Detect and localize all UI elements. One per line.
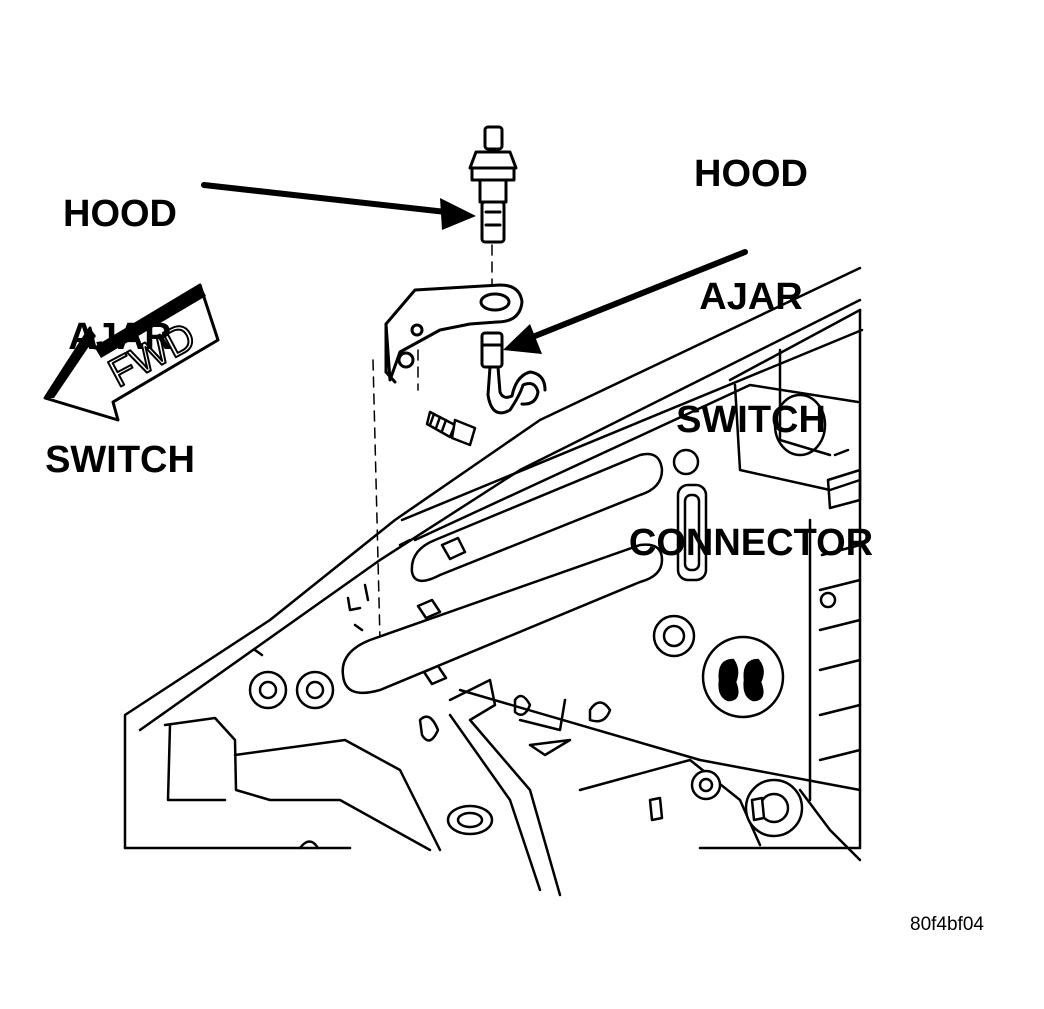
hood-ajar-switch-label: HOOD AJAR SWITCH	[22, 112, 218, 522]
connector-label-line: HOOD	[694, 153, 808, 195]
figure-id: 80f4bf04	[910, 914, 984, 935]
connector-label-line: AJAR	[699, 276, 803, 318]
hood-ajar-switch-label-line: SWITCH	[45, 439, 195, 481]
hood-ajar-switch	[468, 125, 518, 244]
connector-label-line: SWITCH	[676, 399, 826, 441]
fender-and-radiator-support	[123, 266, 864, 897]
hood-ajar-switch-label-line: HOOD	[63, 193, 177, 235]
hood-ajar-switch-connector	[480, 331, 547, 415]
connector-label-line: CONNECTOR	[628, 522, 874, 564]
hood-ajar-switch-label-line: AJAR	[68, 316, 172, 358]
leader-arrows	[201, 182, 748, 354]
mounting-bolt	[425, 410, 477, 447]
hood-ajar-switch-connector-label: HOOD AJAR SWITCH CONNECTOR	[610, 72, 892, 605]
mounting-bracket	[384, 283, 524, 384]
